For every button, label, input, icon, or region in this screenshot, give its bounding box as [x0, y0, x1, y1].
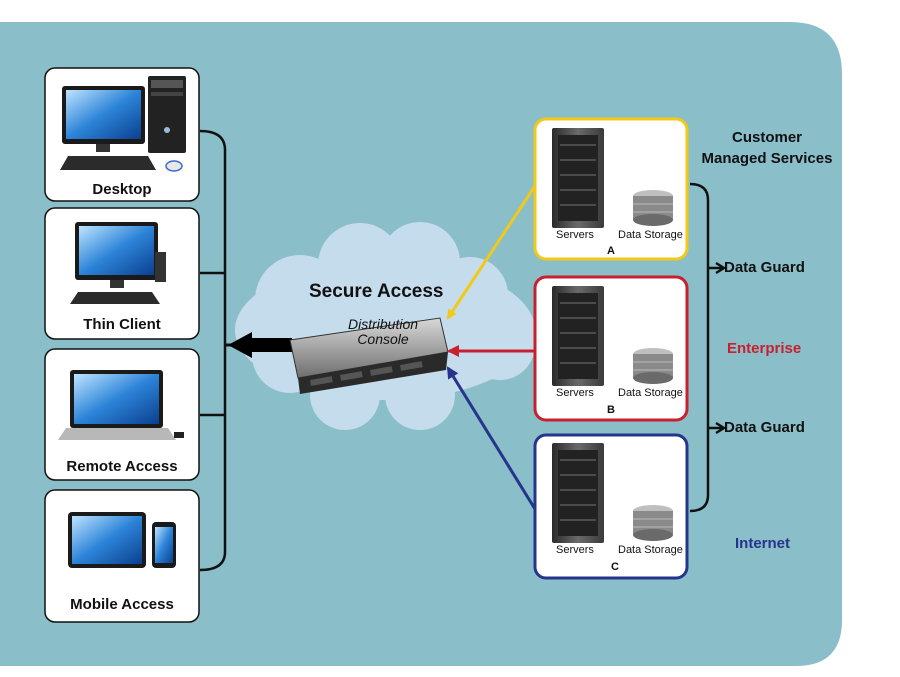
arrow-from-group-c	[446, 366, 537, 510]
servers-label-a: Servers	[556, 229, 594, 241]
client-label-remote-access: Remote Access	[66, 458, 178, 475]
console-label-line2: Console	[357, 331, 409, 347]
enterprise-label: Enterprise	[727, 340, 802, 357]
laptop-base-icon	[58, 428, 176, 440]
data-guard-label-2: Data Guard	[724, 419, 805, 436]
console-label: Distribution Console	[328, 317, 438, 347]
cloud-title: Secure Access	[309, 281, 444, 302]
desktop-mouse-icon	[165, 160, 183, 172]
customer-line1: Customer	[731, 129, 802, 146]
data-storage-icon	[633, 190, 673, 226]
client-box-desktop	[44, 67, 200, 202]
client-label-mobile-access: Mobile Access	[70, 596, 174, 613]
group-letter-c: C	[611, 561, 619, 573]
client-box-mobile-access	[44, 489, 200, 623]
customer-line2: Managed Services	[701, 150, 833, 167]
internet-label: Internet	[735, 535, 791, 552]
group-letter-a: A	[607, 245, 615, 257]
group-letter-b: B	[607, 404, 615, 416]
storage-label-b: Data Storage	[618, 387, 683, 399]
data-storage-icon	[633, 505, 673, 541]
server-group-a	[533, 117, 689, 261]
client-label-desktop: Desktop	[92, 181, 152, 198]
desktop-keyboard-icon	[60, 156, 156, 170]
server-group-c	[533, 433, 689, 580]
servers-label-b: Servers	[556, 387, 594, 399]
data-guard-label-1: Data Guard	[724, 259, 805, 276]
arrow-from-group-a	[446, 185, 537, 320]
customer-managed-services-label: Customer Managed Services	[697, 127, 837, 169]
storage-label-c: Data Storage	[618, 544, 683, 556]
storage-label-a: Data Storage	[618, 229, 683, 241]
thin-client-keyboard-icon	[70, 292, 160, 304]
output-arrow	[228, 332, 292, 358]
servers-label-c: Servers	[556, 544, 594, 556]
data-storage-icon	[633, 348, 673, 384]
client-box-remote-access	[44, 348, 200, 481]
console-label-line1: Distribution	[347, 316, 419, 332]
thin-client-box-icon	[155, 252, 166, 282]
client-box-thin-client	[44, 207, 200, 340]
server-bracket	[689, 182, 710, 513]
bracket-arrowhead-2	[715, 421, 727, 435]
client-bracket	[199, 129, 227, 572]
client-label-thin-client: Thin Client	[83, 316, 161, 333]
bracket-arrowhead-1	[715, 261, 727, 275]
server-group-b	[533, 275, 689, 422]
